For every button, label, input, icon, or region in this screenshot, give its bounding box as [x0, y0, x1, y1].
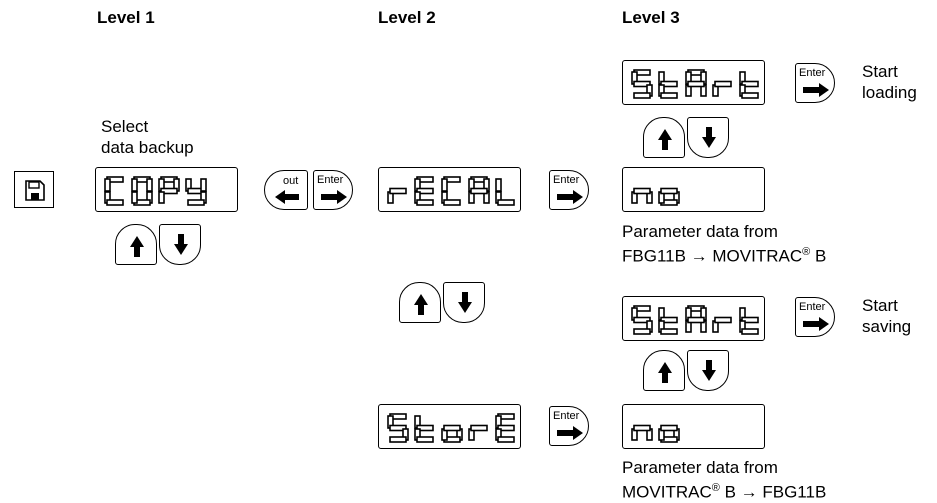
store-description: Parameter data from MOVITRAC® B → FBG11B	[622, 458, 827, 502]
lcd-char-r	[712, 80, 732, 97]
level-2-heading: Level 2	[378, 8, 436, 27]
arrow-right-icon	[557, 190, 583, 204]
lcd-char-r	[387, 187, 407, 204]
lcd-char-C	[441, 176, 461, 206]
lcd-char-E	[414, 176, 434, 206]
lcd-char-r	[712, 316, 732, 333]
lcd-char-S	[631, 305, 653, 335]
arrow-down-icon	[702, 127, 716, 148]
display-store	[378, 404, 521, 449]
arrow-down-icon	[458, 292, 472, 313]
arrow-left-icon	[275, 190, 299, 204]
lcd-char-A	[685, 305, 707, 333]
lcd-char-P	[158, 176, 180, 204]
down-key-recall[interactable]	[687, 117, 729, 158]
enter-key-recall[interactable]: Enter	[549, 170, 589, 210]
lcd-char-t	[414, 415, 434, 443]
lcd-char-n	[631, 187, 653, 204]
arrow-up-icon	[658, 129, 672, 150]
display-copy	[95, 167, 238, 212]
down-key-store[interactable]	[687, 350, 729, 391]
display-start-saving	[622, 296, 765, 341]
arrow-up-icon	[414, 294, 428, 315]
arrow-right-icon	[321, 190, 347, 204]
down-key-level2[interactable]	[443, 282, 485, 323]
up-key-store[interactable]	[643, 350, 685, 391]
down-key-level1[interactable]	[159, 224, 201, 265]
arrow-down-icon	[702, 360, 716, 381]
lcd-char-A	[468, 176, 490, 204]
arrow-right-icon	[803, 317, 829, 331]
enter-key-level1[interactable]: Enter	[313, 170, 353, 210]
up-key-level2[interactable]	[399, 282, 441, 323]
lcd-char-t	[739, 307, 759, 335]
start-loading-label: Start loading	[862, 62, 917, 102]
lcd-char-o	[658, 424, 680, 443]
level-3-heading: Level 3	[622, 8, 680, 27]
lcd-char-O	[131, 176, 153, 206]
lcd-char-L	[495, 178, 515, 206]
up-key-recall[interactable]	[643, 117, 685, 158]
display-no-recall	[622, 167, 765, 212]
lcd-char-t	[658, 307, 678, 335]
lcd-char-r	[468, 424, 488, 441]
level-1-heading: Level 1	[97, 8, 155, 27]
arrow-down-icon	[174, 234, 188, 255]
display-start-loading	[622, 60, 765, 105]
start-saving-label: Start saving	[862, 296, 912, 336]
lcd-char-o	[441, 424, 463, 443]
arrow-right-icon	[557, 426, 583, 440]
lcd-char-o	[658, 187, 680, 206]
display-no-store	[622, 404, 765, 449]
out-key[interactable]: out	[264, 170, 308, 210]
lcd-char-n	[631, 424, 653, 441]
lcd-char-E	[495, 413, 515, 443]
up-key-level1[interactable]	[115, 224, 157, 265]
lcd-char-S	[631, 69, 653, 99]
lcd-char-t	[739, 71, 759, 99]
recall-description: Parameter data from FBG11B → MOVITRAC® B	[622, 222, 827, 266]
enter-key-start-saving[interactable]: Enter	[795, 297, 835, 337]
lcd-char-C	[104, 176, 124, 206]
arrow-up-icon	[658, 362, 672, 383]
lcd-char-t	[658, 71, 678, 99]
arrow-up-icon	[130, 236, 144, 257]
enter-key-store[interactable]: Enter	[549, 406, 589, 446]
display-recall	[378, 167, 521, 212]
lcd-char-A	[685, 69, 707, 97]
lcd-char-S	[387, 413, 409, 443]
arrow-right-icon	[803, 83, 829, 97]
select-caption: Select data backup	[101, 117, 194, 157]
floppy-disk-icon[interactable]	[14, 171, 54, 208]
lcd-char-Y	[185, 178, 207, 206]
enter-key-start-loading[interactable]: Enter	[795, 63, 835, 103]
